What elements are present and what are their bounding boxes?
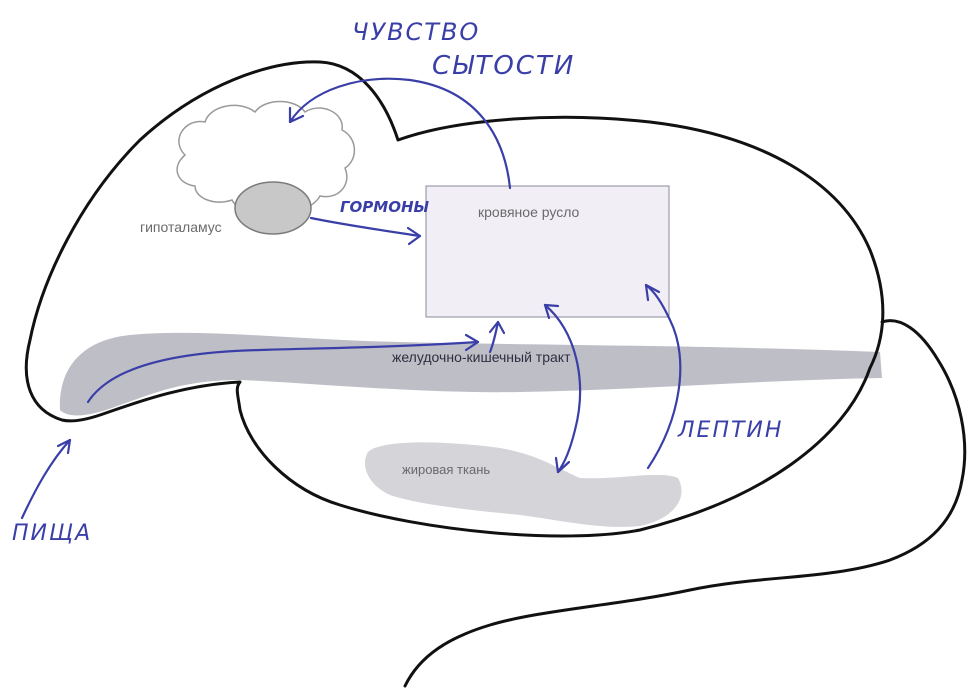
- adipose-tissue-shape: [365, 442, 682, 526]
- hormones-label: ГОРМОНЫ: [340, 198, 430, 216]
- hypothalamus-label: гипоталамус: [140, 219, 222, 235]
- hormones-arrow: [311, 218, 420, 236]
- satiety-label-line2: СЫТОСТИ: [432, 51, 575, 81]
- satiety-label-line1: ЧУВСТВО: [352, 18, 480, 46]
- food-label: ПИЩА: [12, 521, 92, 546]
- leptin-label: ЛЕПТИН: [677, 418, 783, 443]
- bloodstream-label: кровяное русло: [478, 204, 580, 220]
- gi-tract-label: желудочно-кишечный тракт: [392, 349, 571, 365]
- adipose-label: жировая ткань: [402, 462, 490, 477]
- food-arrow: [22, 440, 70, 518]
- gi-tract-shape: [60, 333, 882, 416]
- hypothalamus-shape: [235, 182, 311, 234]
